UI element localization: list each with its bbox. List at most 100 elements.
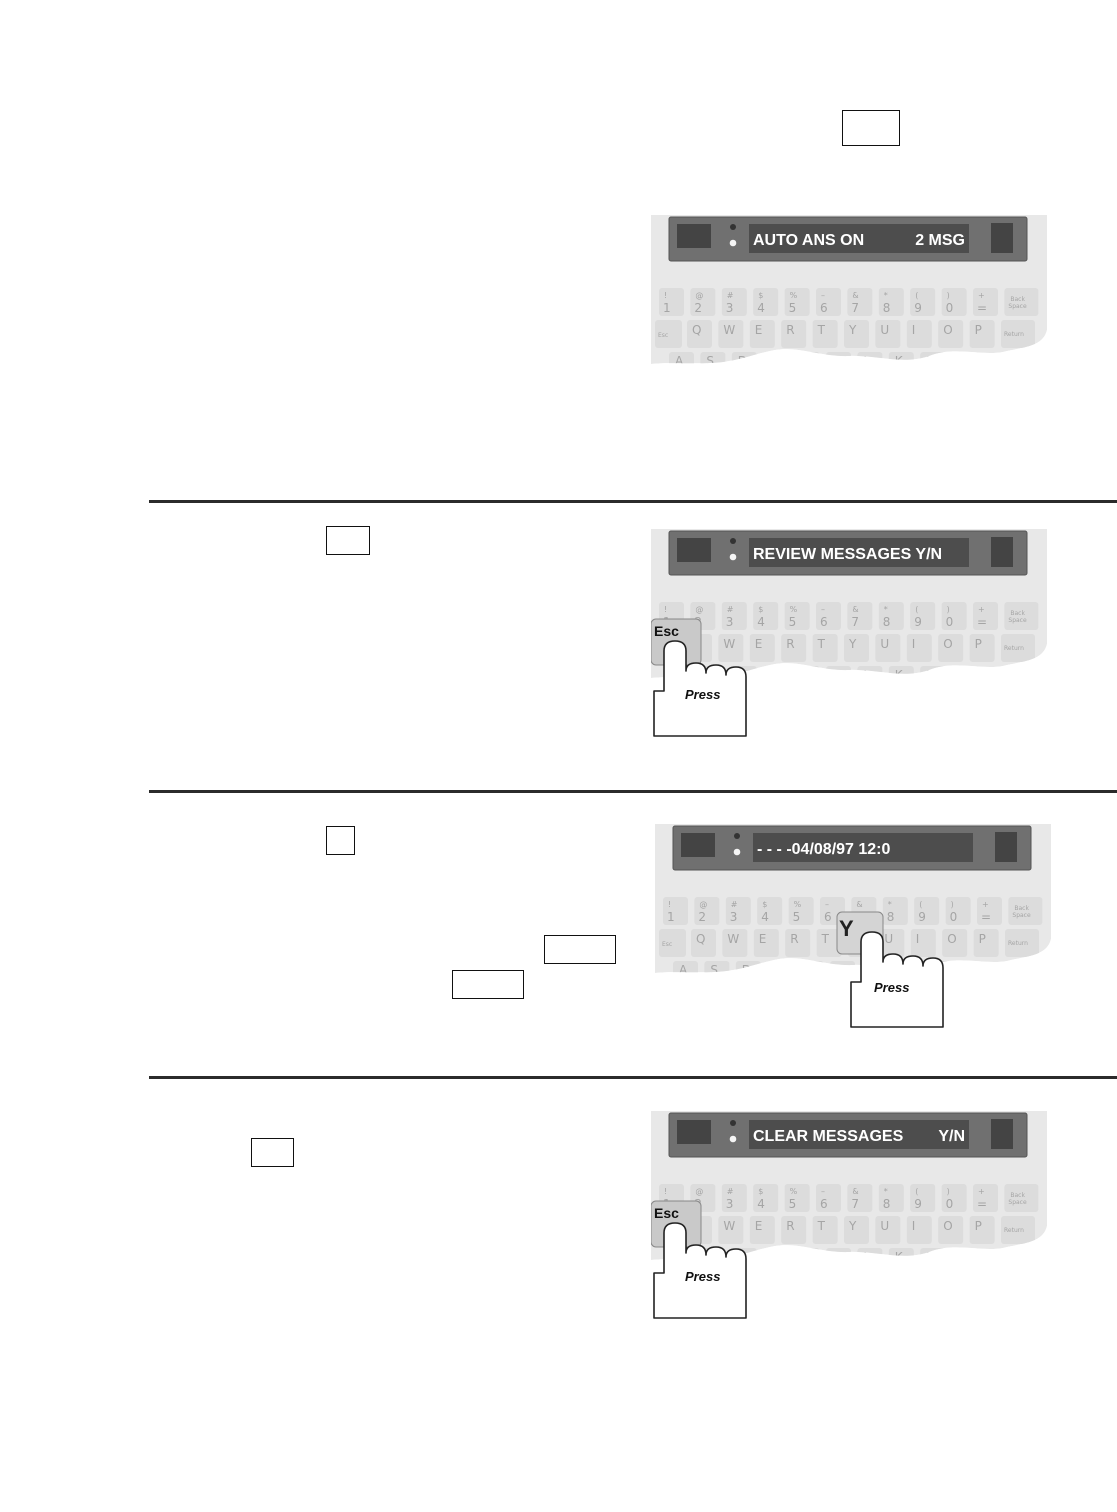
device-illustration: - - - -04/08/97 12:0!1@2#3$4%5–6&7*8(9)0… <box>655 824 1051 1028</box>
key-digit: = <box>977 1197 987 1211</box>
keyboard-key <box>938 320 964 348</box>
section-divider-3 <box>149 1076 1117 1079</box>
keyboard-key <box>844 634 869 662</box>
esc-key-label: Esc <box>658 332 668 339</box>
keyboard-key <box>920 352 946 364</box>
key-letter: K <box>895 668 904 682</box>
key-symbol: + <box>978 1187 985 1196</box>
key-symbol: ) <box>947 291 950 300</box>
left-indicator <box>681 833 715 857</box>
key-symbol: ) <box>947 1187 950 1196</box>
key-symbol: * <box>884 291 888 300</box>
keyboard-key <box>690 288 716 316</box>
keyboard-key <box>882 897 908 925</box>
key-symbol: @ <box>695 291 703 300</box>
backspace-label: Back <box>1010 610 1025 617</box>
key-digit: 4 <box>757 301 765 315</box>
key-letter: H <box>832 1250 841 1264</box>
key-letter: Q <box>692 323 701 337</box>
key-digit: 5 <box>789 615 797 629</box>
key-letter: T <box>821 932 830 946</box>
keyboard-key <box>878 1184 904 1212</box>
keyboard-key <box>906 1216 932 1244</box>
key-letter: G <box>805 963 814 977</box>
lcd-text-left: - - - -04/08/97 12:0 <box>757 841 891 858</box>
led-dot <box>729 553 737 561</box>
key-letter: H <box>832 354 841 368</box>
keyboard-key <box>704 961 730 973</box>
key-digit: 5 <box>789 1197 797 1211</box>
keyboard-key <box>826 666 851 678</box>
keyboard-key <box>888 666 914 678</box>
keyboard-key <box>749 634 775 662</box>
key-digit: 5 <box>789 301 797 315</box>
key-letter: W <box>723 637 735 651</box>
keyboard-key <box>914 897 940 925</box>
led-dot <box>733 848 741 856</box>
keyboard-key <box>857 666 883 678</box>
backspace-key <box>1004 288 1039 316</box>
key-symbol: ( <box>919 900 922 909</box>
keyboard-key <box>767 961 793 973</box>
key-digit: 7 <box>851 615 859 629</box>
keyboard-key <box>749 1216 775 1244</box>
key-digit: 4 <box>761 910 769 924</box>
key-letter: O <box>947 932 956 946</box>
keyboard-key <box>969 634 995 662</box>
left-indicator <box>677 224 711 248</box>
lcd-screen <box>749 224 969 253</box>
finger-pointer-icon <box>653 1222 747 1319</box>
key-symbol: ! <box>664 1187 667 1196</box>
key-symbol: – <box>821 1187 825 1196</box>
keyboard-key <box>812 634 838 662</box>
key-digit: = <box>977 615 987 629</box>
keyboard-key <box>844 320 869 348</box>
keyboard-key <box>875 634 901 662</box>
backspace-key <box>1004 602 1039 630</box>
key-digit: 1 <box>663 301 671 315</box>
key-digit: 8 <box>887 910 895 924</box>
key-symbol: % <box>790 605 798 614</box>
key-symbol: # <box>727 291 734 300</box>
key-symbol: ) <box>951 900 954 909</box>
key-letter: D <box>738 354 747 368</box>
keyboard-key <box>725 897 751 925</box>
key-letter: Y <box>848 637 857 651</box>
key-box-5 <box>452 970 524 999</box>
key-letter: G <box>801 1250 810 1264</box>
backspace-label: Space <box>1008 617 1027 624</box>
keyboard-key <box>941 288 967 316</box>
key-digit: 2 <box>694 301 702 315</box>
keyboard-key <box>784 1184 810 1212</box>
backspace-label: Space <box>1012 912 1031 919</box>
key-letter: R <box>790 932 798 946</box>
key-digit: 4 <box>757 1197 765 1211</box>
return-key-label: Return <box>1004 645 1024 652</box>
key-symbol: $ <box>758 291 763 300</box>
key-letter: T <box>817 1219 826 1233</box>
keyboard-key <box>879 929 905 957</box>
keyboard-key <box>906 320 932 348</box>
keyboard-key <box>920 666 946 678</box>
led-dot <box>730 224 736 230</box>
key-letter: U <box>884 932 893 946</box>
led-dot <box>729 239 737 247</box>
keyboard-key <box>941 1184 967 1212</box>
right-indicator <box>991 223 1013 253</box>
key-letter: T <box>817 637 826 651</box>
key-symbol: @ <box>699 900 707 909</box>
keyboard-key <box>816 1184 841 1212</box>
left-indicator <box>677 1120 711 1144</box>
key-letter: E <box>755 323 763 337</box>
backspace-label: Space <box>1008 303 1027 310</box>
keyboard-key <box>781 634 807 662</box>
backspace-label: Back <box>1014 905 1029 912</box>
key-digit: 2 <box>698 910 706 924</box>
keyboard-key <box>910 602 936 630</box>
keyboard-key <box>721 288 747 316</box>
keyboard-key <box>878 288 904 316</box>
keyboard-key <box>973 1184 998 1212</box>
key-letter: G <box>801 668 810 682</box>
keyboard-key <box>942 929 968 957</box>
keyboard-key <box>785 929 811 957</box>
